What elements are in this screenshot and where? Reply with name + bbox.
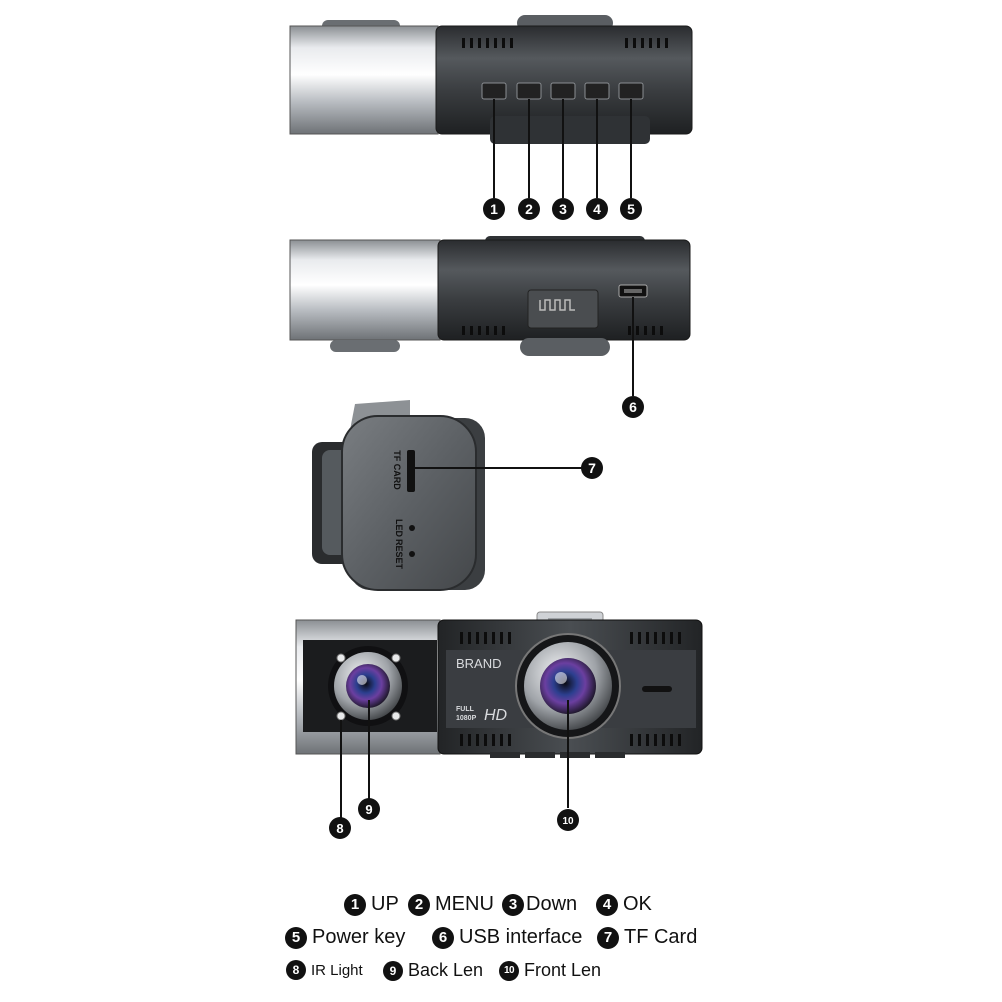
legend-item-tf-card: 7 TF Card [597,926,697,949]
legend-label: USB interface [459,926,583,948]
legend-item-usb-interface: 6 USB interface [432,926,582,949]
legend-item-ok: 4 OK [596,893,652,916]
legend-label: OK [623,893,652,915]
svg-text:10: 10 [562,816,574,827]
callout-1: 1 [483,198,505,220]
callout-7: 7 [581,457,603,479]
legend-badge: 3 [502,893,524,916]
legend-badge: 2 [408,893,430,916]
back-lens [328,646,408,726]
legend-row-2: 5 Power key 6 USB interface 7 TF Card [0,926,1002,956]
legend-badge: 6 [432,926,454,949]
svg-text:8: 8 [336,821,343,836]
resolution-label: 1080P [456,715,477,722]
legend-row-1: 1 UP 2 MENU 3 Down 4 OK [0,893,1002,923]
callout-10: 10 [557,809,579,831]
led-indicator [409,525,415,531]
legend-item-back-len: 9 Back Len [383,960,483,981]
legend-label: UP [371,893,399,915]
hd-label: HD [484,707,508,724]
legend-badge: 1 [344,893,366,916]
legend-item-power-key: 5 Power key [285,926,405,949]
legend-badge: 10 [499,960,519,981]
legend-badge: 4 [596,893,618,916]
callout-3: 3 [552,198,574,220]
legend-item-menu: 2 MENU [408,893,494,916]
full-label: FULL [456,706,475,713]
legend-label: IR Light [311,961,363,979]
button-down [550,82,576,100]
legend-item-up: 1 UP [344,893,399,916]
brand-label: BRAND [456,656,502,671]
svg-text:9: 9 [365,802,372,817]
reset-label: RESET [394,539,404,570]
button-ok [584,82,610,100]
callout-5: 5 [620,198,642,220]
svg-text:5: 5 [627,201,635,217]
svg-text:4: 4 [593,201,601,217]
legend-item-ir-light: 8 IR Light [286,960,363,980]
legend-row-3: 8 IR Light 9 Back Len 10 Front Len [0,960,1002,990]
button-power [618,82,644,100]
dashcam-diagram: TF CARD LED RESET BRAND FULL 1080P HD [289,15,703,839]
svg-text:2: 2 [525,201,533,217]
svg-text:3: 3 [559,201,567,217]
legend-item-down: 3 Down [502,893,577,916]
legend-badge: 7 [597,926,619,949]
legend-label: TF Card [624,926,698,948]
ir-lights [336,653,401,721]
callout-4: 4 [586,198,608,220]
callout-6: 6 [622,396,644,418]
legend-badge: 9 [383,960,403,981]
button-up [481,82,507,100]
legend-label: Front Len [524,960,602,980]
svg-text:7: 7 [588,460,596,476]
bottom-view [289,236,691,396]
legend-label: Down [526,893,578,915]
front-view: BRAND FULL 1080P HD [295,611,703,818]
top-view [289,15,693,198]
legend-label: Back Len [408,960,484,980]
button-menu [516,82,542,100]
legend-label: MENU [435,893,494,915]
led-label: LED [394,519,404,538]
svg-text:1: 1 [490,201,498,217]
legend-badge: 5 [285,926,307,949]
svg-text:6: 6 [629,399,637,415]
side-view: TF CARD LED RESET [312,400,582,591]
front-lens [515,633,621,739]
callout-9: 9 [358,798,380,820]
tf-card-label: TF CARD [392,450,402,490]
callout-2: 2 [518,198,540,220]
callout-8: 8 [329,817,351,839]
tf-card-slot [407,450,415,492]
legend-badge: 8 [286,960,306,980]
legend-item-front-len: 10 Front Len [499,960,601,981]
reset-hole [409,551,415,557]
legend-label: Power key [312,926,406,948]
